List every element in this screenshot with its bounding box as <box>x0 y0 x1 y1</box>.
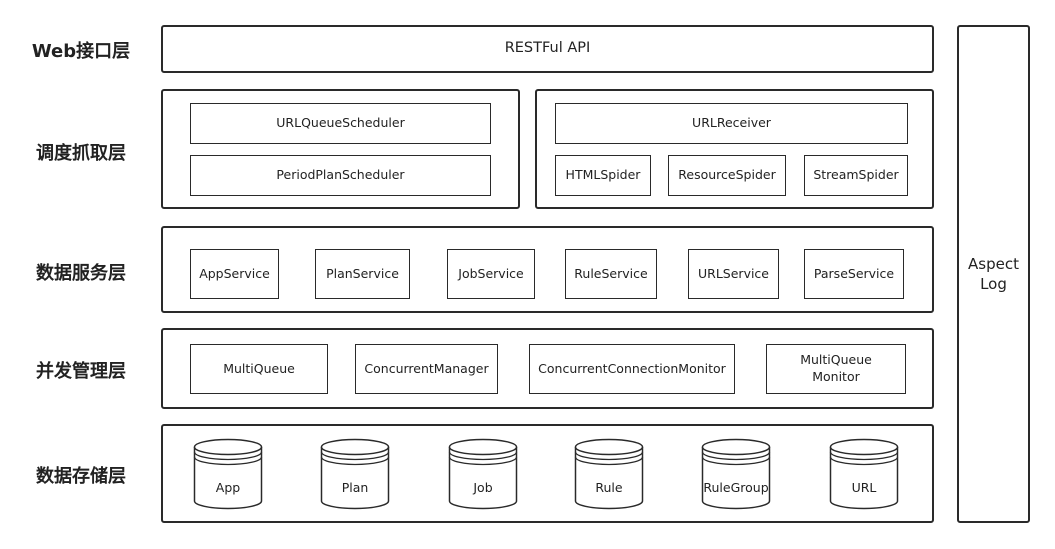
multi-queue-monitor-box: MultiQueue Monitor <box>766 344 906 394</box>
concurrent-connection-monitor-box: ConcurrentConnectionMonitor <box>529 344 735 394</box>
db-label-rule-group: RuleGroup <box>703 480 769 495</box>
restful-api-box: RESTFul API <box>161 25 934 73</box>
storage-panel <box>161 424 934 523</box>
db-cylinder-rule-group: RuleGroup <box>701 438 771 510</box>
log-label: Log <box>980 275 1007 293</box>
concurrent-manager-box: ConcurrentManager <box>355 344 498 394</box>
layer-label-service: 数据服务层 <box>36 263 126 284</box>
db-cylinder-app: App <box>193 438 263 510</box>
multi-queue-monitor-line1: MultiQueue <box>800 352 872 368</box>
resource-spider-box: ResourceSpider <box>668 155 786 196</box>
url-service-box: URLService <box>688 249 779 299</box>
multi-queue-box: MultiQueue <box>190 344 328 394</box>
plan-service-box: PlanService <box>315 249 410 299</box>
layer-label-schedule: 调度抓取层 <box>36 143 126 164</box>
db-cylinder-plan: Plan <box>320 438 390 510</box>
parse-service-box: ParseService <box>804 249 904 299</box>
db-label-job: Job <box>473 480 493 495</box>
db-label-rule: Rule <box>595 480 623 495</box>
stream-spider-box: StreamSpider <box>804 155 908 196</box>
db-cylinder-job: Job <box>448 438 518 510</box>
url-receiver-box: URLReceiver <box>555 103 908 144</box>
url-queue-scheduler-box: URLQueueScheduler <box>190 103 491 144</box>
aspect-log-panel: Aspect Log <box>957 25 1030 523</box>
app-service-box: AppService <box>190 249 279 299</box>
layer-label-web: Web接口层 <box>31 41 131 62</box>
period-plan-scheduler-box: PeriodPlanScheduler <box>190 155 491 196</box>
db-label-plan: Plan <box>341 480 369 495</box>
db-label-app: App <box>215 480 241 495</box>
db-cylinder-url: URL <box>829 438 899 510</box>
db-cylinder-rule: Rule <box>574 438 644 510</box>
aspect-label: Aspect <box>968 254 1019 273</box>
multi-queue-monitor-line2: Monitor <box>812 369 860 384</box>
layer-label-storage: 数据存储层 <box>36 466 126 487</box>
db-label-url: URL <box>851 480 877 495</box>
rule-service-box: RuleService <box>565 249 657 299</box>
html-spider-box: HTMLSpider <box>555 155 651 196</box>
layer-label-concurrency: 并发管理层 <box>36 361 126 382</box>
job-service-box: JobService <box>447 249 535 299</box>
